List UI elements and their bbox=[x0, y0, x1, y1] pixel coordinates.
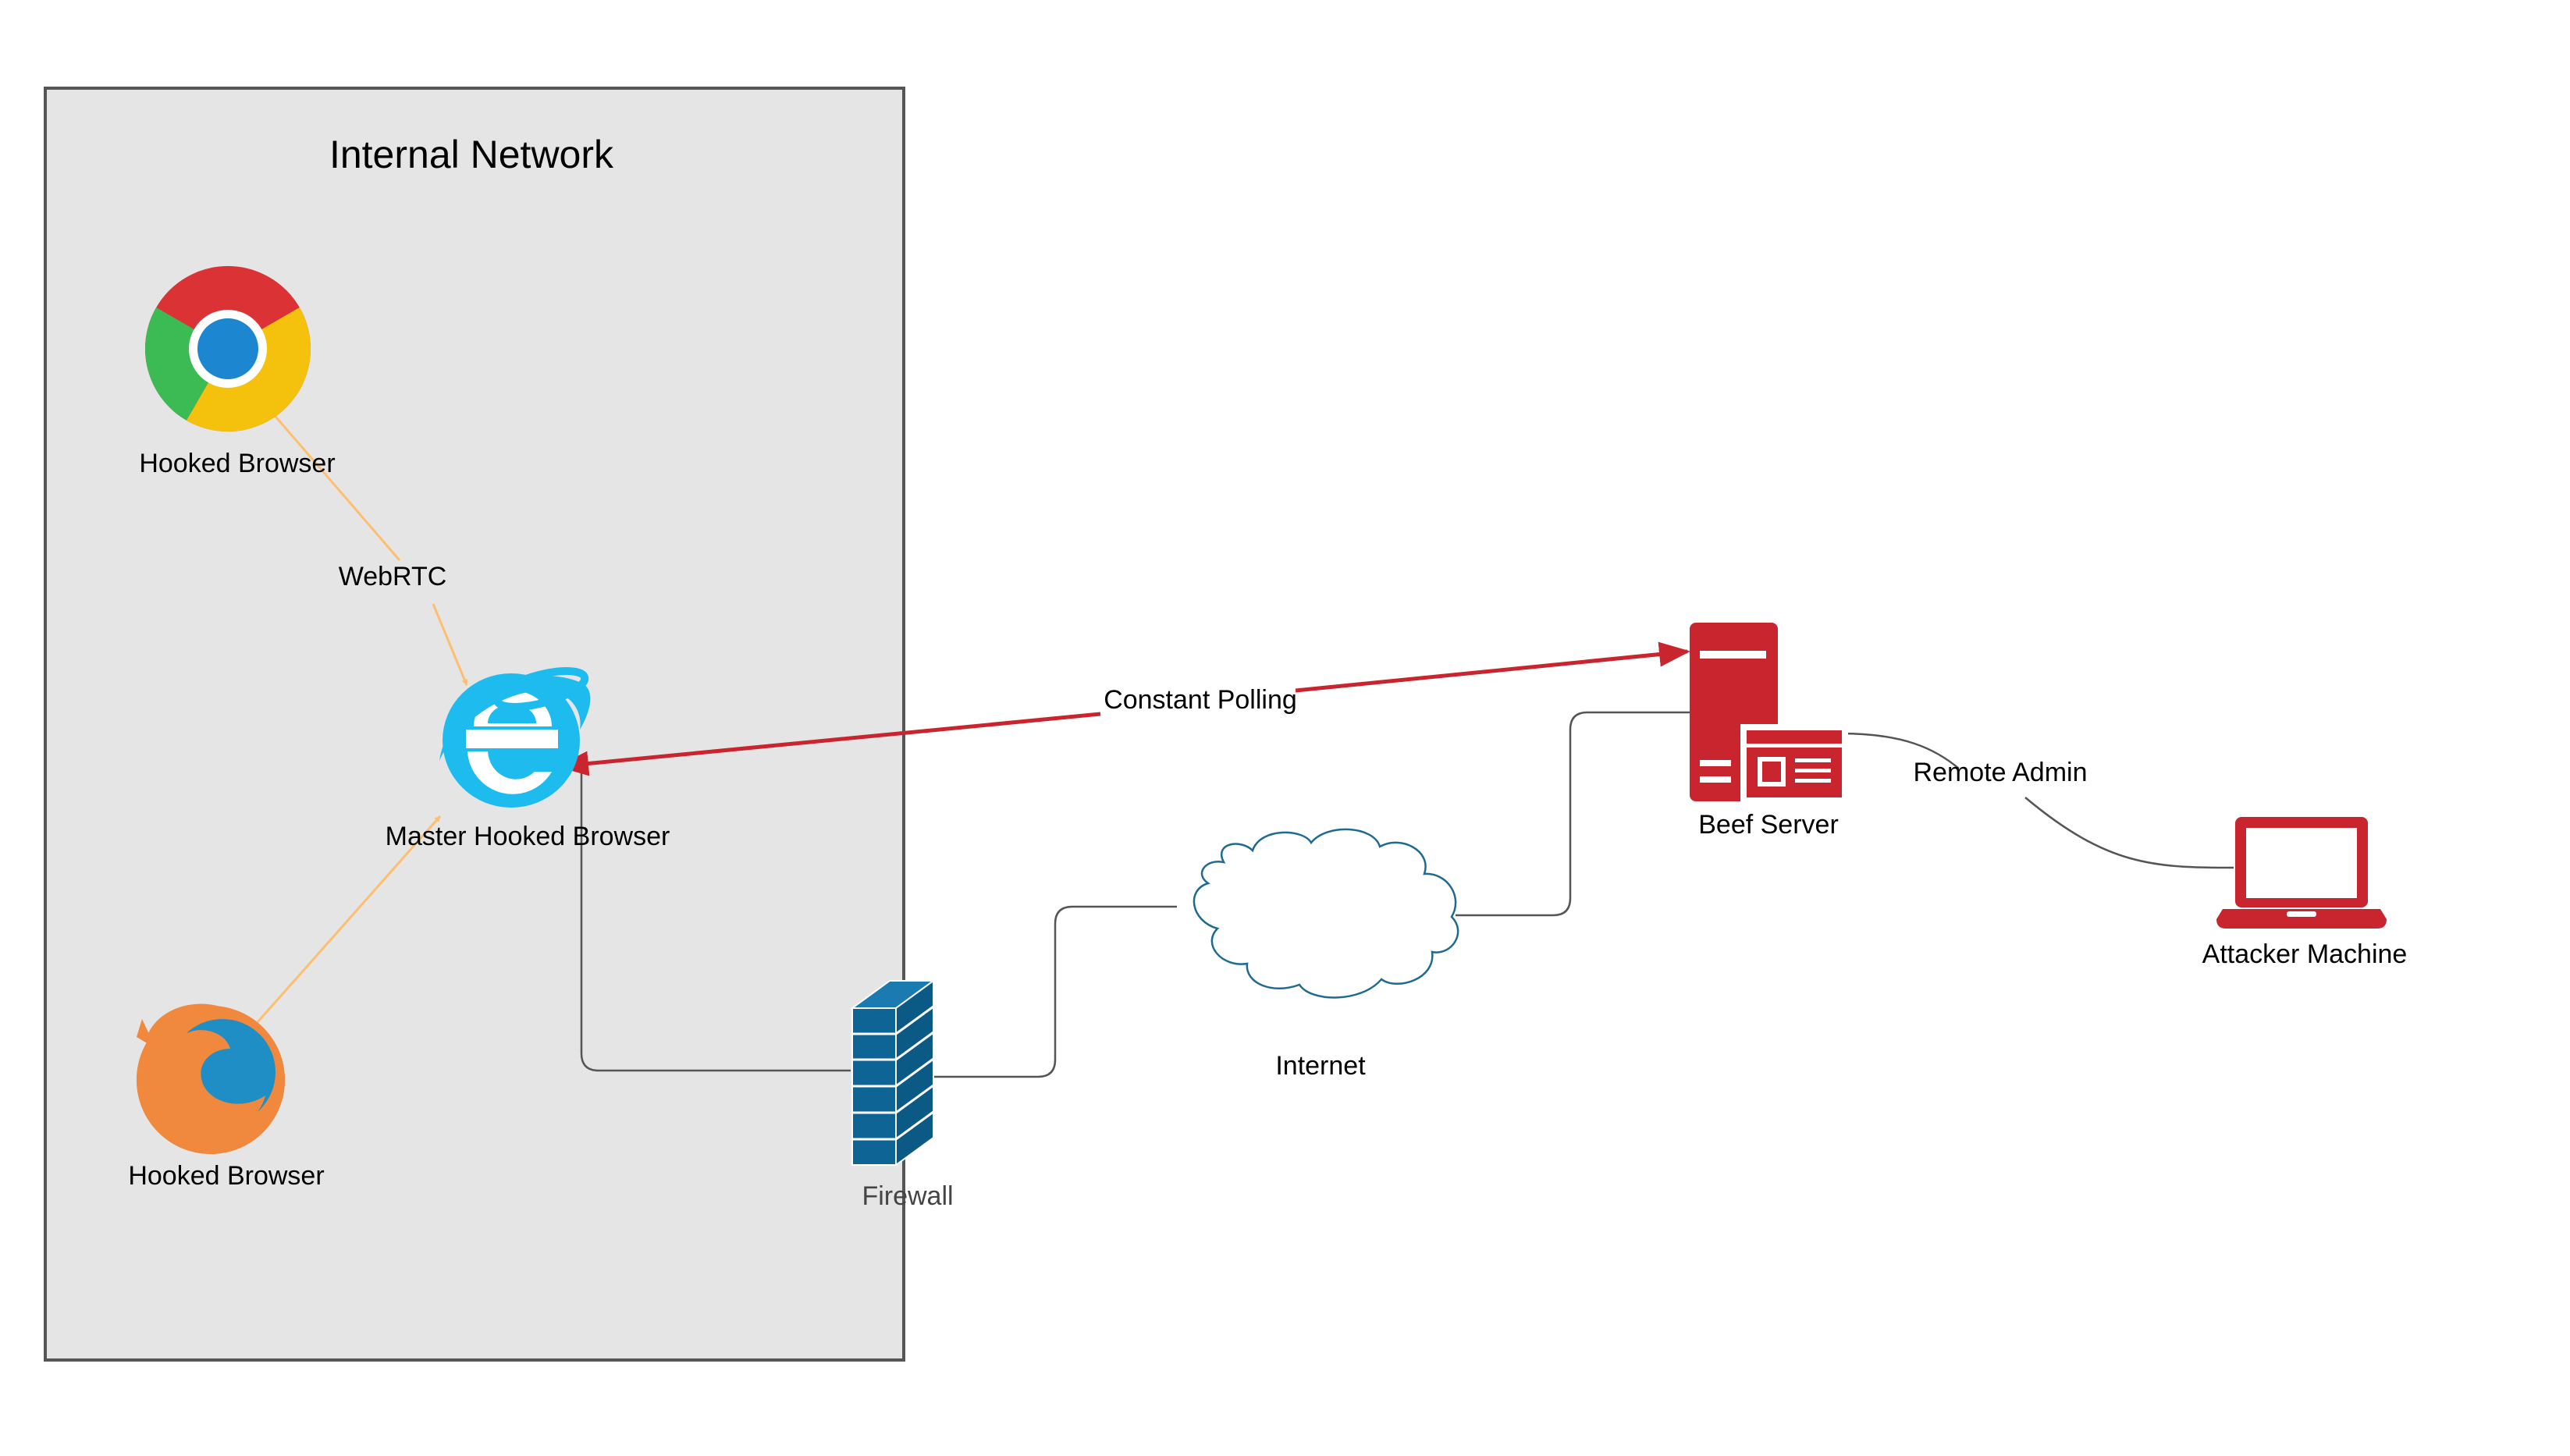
polling-link-left bbox=[557, 712, 1101, 776]
firewall-internet-link bbox=[933, 905, 1177, 1078]
webrtc-link-chrome-arrow bbox=[432, 603, 468, 686]
internet-beef-link bbox=[1456, 711, 1690, 917]
firewall-icon bbox=[849, 979, 937, 1167]
internal-network-title: Internal Network bbox=[329, 133, 614, 176]
master-browser-label: Master Hooked Browser bbox=[386, 822, 670, 851]
firewall-label: Firewall bbox=[862, 1181, 953, 1211]
remote-admin-link-b bbox=[2024, 797, 2234, 869]
connectors bbox=[256, 411, 2234, 1078]
webrtc-link-chrome bbox=[270, 411, 401, 561]
polling-label: Constant Polling bbox=[1104, 685, 1297, 715]
internet-label: Internet bbox=[1275, 1051, 1366, 1081]
beef-server-label: Beef Server bbox=[1698, 810, 1839, 840]
laptop-icon bbox=[2216, 817, 2387, 929]
server-icon bbox=[1690, 623, 1848, 804]
remote-admin-link-a bbox=[1840, 732, 1960, 769]
webrtc-label: WebRTC bbox=[339, 562, 447, 591]
webrtc-link-firefox bbox=[256, 815, 442, 1023]
remote-admin-label: Remote Admin bbox=[1914, 758, 2088, 787]
firefox-icon bbox=[137, 1003, 285, 1154]
polling-link-right bbox=[1295, 641, 1690, 693]
ie-firewall-link bbox=[580, 772, 851, 1072]
cloud-icon bbox=[1193, 828, 1459, 999]
internet-explorer-icon bbox=[439, 667, 591, 808]
chrome-label: Hooked Browser bbox=[139, 449, 335, 478]
firefox-label: Hooked Browser bbox=[128, 1161, 324, 1191]
chrome-icon bbox=[144, 266, 311, 432]
attacker-label: Attacker Machine bbox=[2202, 939, 2408, 969]
